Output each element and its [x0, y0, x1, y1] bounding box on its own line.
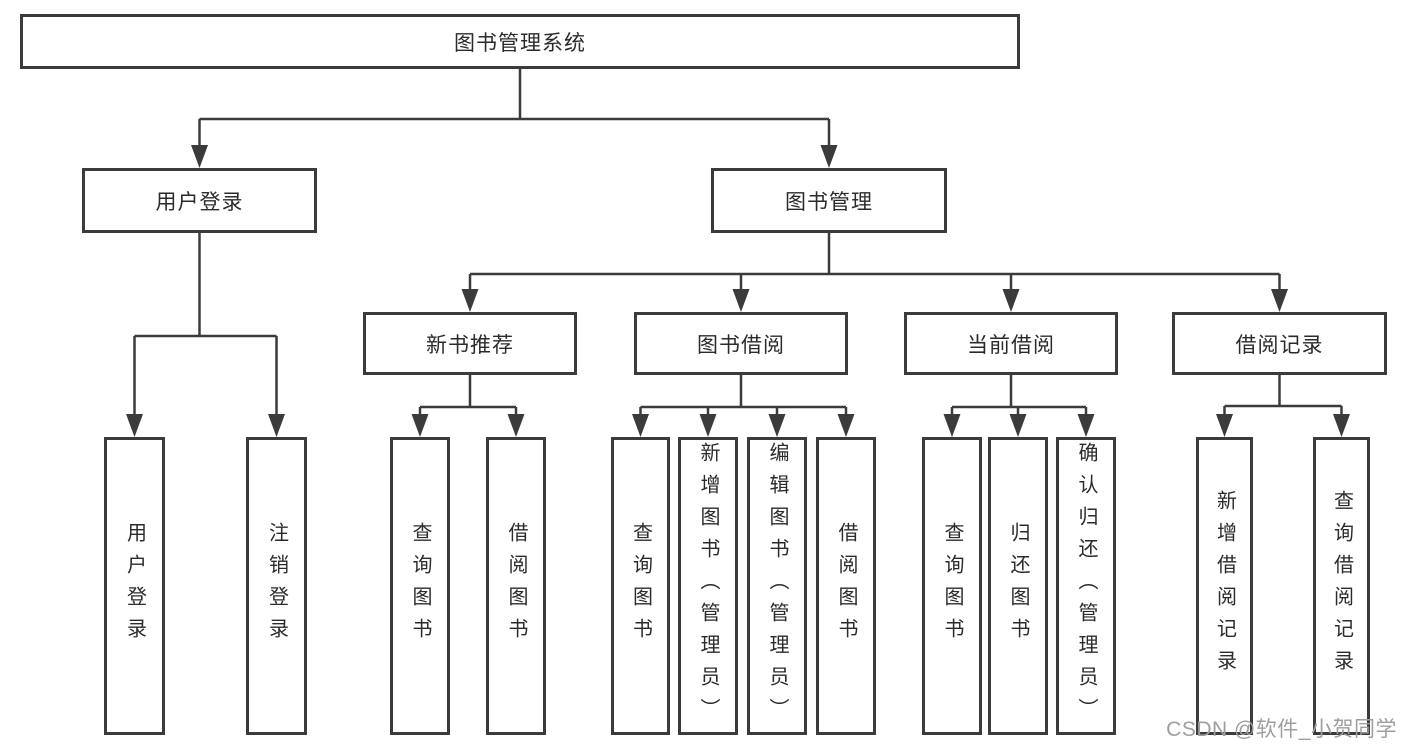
node-library-management-system: 图书管理系统: [20, 14, 1020, 69]
node-book-management: 图书管理: [711, 168, 947, 233]
node-leaf-borrow-books-recommend: 借阅图书: [486, 437, 546, 735]
node-leaf-confirm-return-admin: 确认归还（管理员）: [1056, 437, 1116, 735]
node-leaf-add-borrow-record: 新增借阅记录: [1196, 437, 1253, 735]
node-leaf-add-books-admin: 新增图书（管理员）: [678, 437, 738, 735]
node-borrowing-records: 借阅记录: [1172, 312, 1387, 375]
node-leaf-borrow-books: 借阅图书: [816, 437, 876, 735]
node-leaf-logout: 注销登录: [246, 437, 307, 735]
node-leaf-query-books-current: 查询图书: [922, 437, 982, 735]
csdn-watermark: CSDN @软件_小贺同学: [1166, 718, 1397, 741]
node-book-borrowing: 图书借阅: [634, 312, 848, 375]
node-leaf-edit-books-admin: 编辑图书（管理员）: [747, 437, 807, 735]
node-leaf-query-borrow-record: 查询借阅记录: [1313, 437, 1370, 735]
node-leaf-query-books-borrowing: 查询图书: [611, 437, 670, 735]
node-user-login: 用户登录: [82, 168, 317, 233]
node-current-borrowing: 当前借阅: [904, 312, 1118, 375]
node-new-book-recommend: 新书推荐: [363, 312, 577, 375]
node-leaf-return-books: 归还图书: [988, 437, 1048, 735]
node-leaf-query-books-recommend: 查询图书: [390, 437, 450, 735]
node-leaf-user-login: 用户登录: [104, 437, 165, 735]
